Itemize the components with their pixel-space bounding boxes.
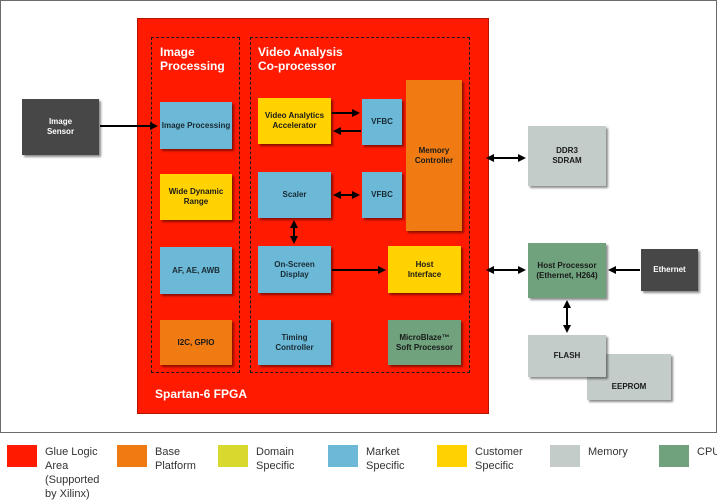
- legend-label: Market Specific: [366, 446, 405, 472]
- legend-label: Glue Logic Area (Supported by Xilinx): [45, 446, 100, 500]
- on-screen-display-block: On-Screen Display: [258, 246, 331, 293]
- legend-label: Memory: [588, 446, 628, 458]
- host-interface-label: Host Interface: [407, 259, 442, 279]
- legend-swatch: [218, 445, 248, 467]
- host-processor-label: Host Processor (Ethernet, H264): [536, 260, 598, 280]
- image-processing-group-title: Image Processing: [160, 45, 225, 73]
- host-interface-block: Host Interface: [388, 246, 461, 293]
- image-processing-group: [151, 37, 240, 373]
- timing-controller-block: Timing Controller: [258, 320, 331, 365]
- memory-controller-label: Memory Controller: [414, 145, 454, 165]
- legend-label: Base Platform: [155, 446, 196, 472]
- ddr3-sdram-label: DDR3 SDRAM: [552, 146, 582, 165]
- image-sensor-label: Image Sensor: [46, 117, 75, 136]
- legend-swatch: [117, 445, 147, 467]
- i2c-gpio-block: I2C, GPIO: [160, 320, 232, 365]
- image-processing-block: Image Processing: [160, 102, 232, 149]
- wide-dynamic-range-block: Wide Dynamic Range: [160, 174, 232, 220]
- host-processor-block: Host Processor (Ethernet, H264): [528, 243, 606, 298]
- video-analytics-accelerator-label: Video Analytics Accelerator: [264, 111, 325, 130]
- legend-label: Customer Specific: [475, 446, 523, 472]
- wide-dynamic-range-label: Wide Dynamic Range: [168, 187, 224, 206]
- connector-arrows: [100, 109, 640, 333]
- video-analysis-group: [250, 37, 470, 373]
- af-ae-awb-block: AF, AE, AWB: [160, 247, 232, 294]
- legend-swatch: [550, 445, 580, 467]
- ddr3-sdram-block: DDR3 SDRAM: [528, 126, 606, 186]
- legend-swatch: [659, 445, 689, 467]
- scaler-label: Scaler: [282, 190, 307, 199]
- fpga-label: Spartan-6 FPGA: [155, 387, 248, 401]
- ethernet-block: Ethernet: [641, 249, 698, 291]
- eeprom-label: EEPROM: [611, 382, 647, 391]
- ethernet-label: Ethernet: [653, 265, 686, 274]
- timing-controller-label: Timing Controller: [275, 332, 314, 352]
- memory-controller-block: Memory Controller: [406, 80, 462, 231]
- legend-swatch: [437, 445, 467, 467]
- legend-swatch: [328, 445, 358, 467]
- flash-block: FLASH: [528, 335, 606, 377]
- scaler-block: Scaler: [258, 172, 331, 218]
- legend-label: CPU: [697, 446, 717, 458]
- image-sensor-block: Image Sensor: [22, 99, 99, 155]
- image-processing-block-label: Image Processing: [161, 120, 231, 130]
- on-screen-display-label: On-Screen Display: [274, 259, 315, 279]
- legend-swatch: [7, 445, 37, 467]
- vfbc-top-label: VFBC: [371, 117, 393, 126]
- flash-label: FLASH: [553, 351, 581, 360]
- microblaze-block: MicroBlaze™ Soft Processor: [388, 320, 461, 365]
- legend-label: Domain Specific: [256, 446, 295, 472]
- video-analysis-group-title: Video Analysis Co-processor: [258, 45, 343, 73]
- vfbc-bottom-label: VFBC: [371, 190, 393, 199]
- microblaze-label: MicroBlaze™ Soft Processor: [396, 332, 453, 352]
- vfbc-top-block: VFBC: [362, 99, 402, 145]
- af-ae-awb-label: AF, AE, AWB: [172, 265, 220, 275]
- vfbc-bottom-block: VFBC: [362, 172, 402, 218]
- video-analytics-accelerator-block: Video Analytics Accelerator: [258, 98, 331, 144]
- i2c-gpio-label: I2C, GPIO: [177, 337, 215, 347]
